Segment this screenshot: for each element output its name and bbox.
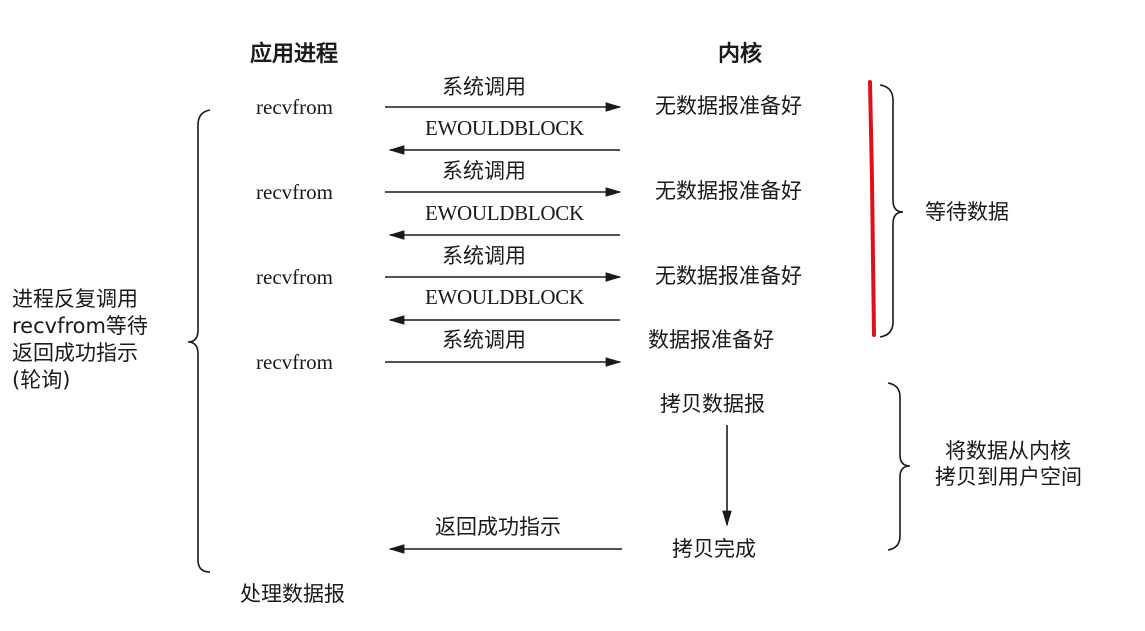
recvfrom-call-1: recvfrom bbox=[256, 95, 333, 119]
wait-data-phase-label: 等待数据 bbox=[925, 200, 1009, 224]
syscall-label-3: 系统调用 bbox=[442, 244, 526, 268]
red-highlight-line bbox=[868, 80, 876, 337]
left-note-line2: recvfrom等待 bbox=[12, 314, 148, 338]
kernel-state-2: 无数据报准备好 bbox=[655, 179, 802, 203]
kernel-state-4: 数据报准备好 bbox=[648, 328, 774, 352]
syscall-label-4: 系统调用 bbox=[442, 328, 526, 352]
recvfrom-call-3: recvfrom bbox=[256, 265, 333, 289]
kernel-header: 内核 bbox=[718, 42, 763, 67]
left-note-line4: (轮询) bbox=[12, 368, 71, 392]
copy-brace bbox=[887, 382, 911, 551]
recvfrom-call-2: recvfrom bbox=[256, 180, 333, 204]
left-note-line3: 返回成功指示 bbox=[12, 341, 138, 365]
wait-brace bbox=[879, 84, 904, 338]
copy-phase-label-line1: 将数据从内核 bbox=[945, 439, 1071, 463]
ewouldblock-label-3: EWOULDBLOCK bbox=[425, 285, 584, 309]
kernel-state-1: 无数据报准备好 bbox=[655, 94, 802, 118]
syscall-label-2: 系统调用 bbox=[442, 159, 526, 183]
kernel-state-3: 无数据报准备好 bbox=[655, 264, 802, 288]
copy-phase-label-line2: 拷贝到用户空间 bbox=[935, 465, 1082, 489]
left-brace bbox=[187, 109, 211, 573]
syscall-label-1: 系统调用 bbox=[442, 75, 526, 99]
process-datagram-label: 处理数据报 bbox=[240, 582, 345, 606]
return-success-label: 返回成功指示 bbox=[435, 515, 561, 539]
left-note-line1: 进程反复调用 bbox=[12, 287, 138, 311]
recvfrom-call-4: recvfrom bbox=[256, 350, 333, 374]
ewouldblock-label-2: EWOULDBLOCK bbox=[425, 201, 584, 225]
app-process-header: 应用进程 bbox=[250, 42, 339, 67]
copy-done-label: 拷贝完成 bbox=[672, 537, 756, 561]
copy-start-label: 拷贝数据报 bbox=[660, 392, 765, 416]
ewouldblock-label-1: EWOULDBLOCK bbox=[425, 116, 584, 140]
